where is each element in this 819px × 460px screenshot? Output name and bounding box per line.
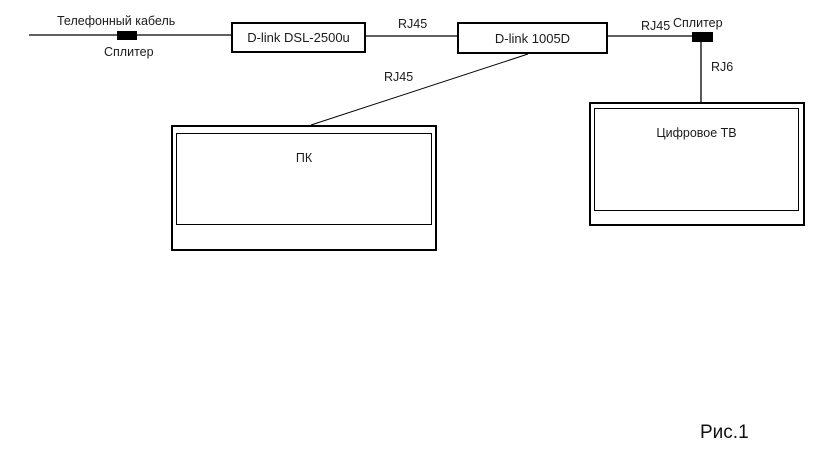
left-splitter-label: Сплитер [104,45,154,59]
rj6-label: RJ6 [711,60,734,74]
modem-box: D-link DSL-2500u [231,22,366,53]
pc-label: ПК [295,151,313,165]
right-splitter-label: Сплитер [673,16,723,30]
rj45-switch-splitter-label: RJ45 [641,19,671,33]
pc-box: ПК [171,125,437,251]
tv-box: Цифровое ТВ [589,102,805,226]
tv-screen: Цифровое ТВ [594,108,799,211]
rj45-modem-switch-label: RJ45 [398,17,428,31]
modem-label: D-link DSL-2500u [247,30,350,45]
phone-cable-label: Телефонный кабель [57,14,176,28]
left-splitter [117,31,137,40]
switch-pc-line [310,53,529,126]
rj45-switch-pc-label: RJ45 [384,70,414,84]
right-splitter [692,32,713,42]
pc-screen: ПК [176,133,432,225]
switch-box: D-link 1005D [457,22,608,54]
figure-caption: Рис.1 [700,422,749,443]
switch-label: D-link 1005D [494,30,571,46]
tv-label: Цифровое ТВ [656,126,737,140]
